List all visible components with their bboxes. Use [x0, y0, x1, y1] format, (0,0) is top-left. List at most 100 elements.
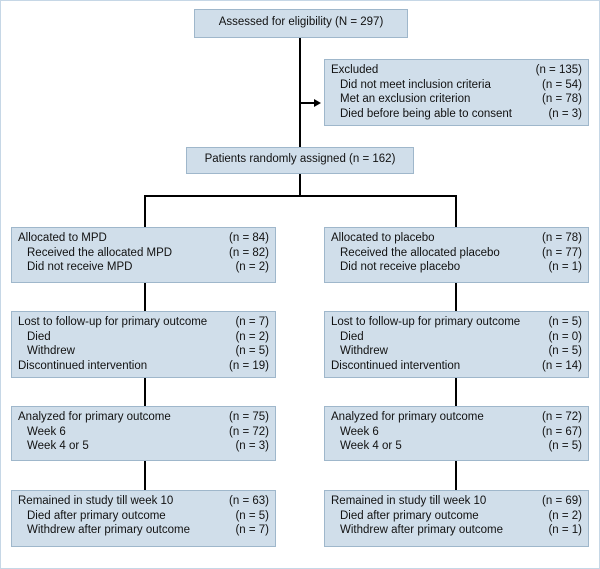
mpd-allocation-row: Received the allocated MPD(n = 82) [18, 246, 269, 261]
row-value: (n = 0) [548, 330, 582, 343]
row-label: Died [340, 330, 364, 343]
row-label: Discontinued intervention [331, 359, 461, 372]
mpd-allocation-box: Allocated to MPD (n = 84) Received the al… [11, 227, 276, 283]
excluded-value: (n = 78) [542, 93, 582, 105]
excluded-value: (n = 3) [548, 107, 582, 120]
excluded-box: Excluded (n = 135) Did not meet inclusion… [324, 59, 589, 126]
row-value: (n = 7) [235, 316, 269, 328]
row-value: (n = 78) [542, 232, 582, 244]
row-value: (n = 72) [542, 411, 582, 423]
row-value: (n = 3) [235, 440, 269, 452]
mpd-followup-row: Discontinued intervention (n = 19) [18, 359, 269, 374]
placebo-remained-row: Died after primary outcome (n = 2) [331, 509, 582, 524]
placebo-remained-box: Remained in study till week 10 (n = 69) D… [324, 490, 589, 547]
connector-left-3 [144, 461, 146, 490]
mpd-remained-row: Remained in study till week 10(n = 63) [18, 494, 269, 509]
row-value: (n = 1) [548, 261, 582, 273]
row-label: Did not receive placebo [340, 261, 461, 273]
connector-top-vertical [299, 38, 301, 149]
connector-right-2 [455, 378, 457, 406]
row-value: (n = 67) [542, 425, 582, 438]
mpd-followup-row: Withdrew(n = 5) [18, 344, 269, 359]
excluded-value: (n = 54) [542, 78, 582, 91]
mpd-remained-row: Died after primary outcome (n = 5) [18, 509, 269, 524]
row-label: Week 6 [27, 425, 66, 438]
row-label: Week 6 [340, 425, 379, 438]
row-label: Analyzed for primary outcome [18, 411, 171, 423]
mpd-analyzed-row: Analyzed for primary outcome (n = 75) [18, 410, 269, 425]
row-label: Did not receive MPD [27, 261, 133, 273]
placebo-analyzed-box: Analyzed for primary outcome (n = 72) Wee… [324, 406, 589, 461]
placebo-followup-box: Lost to follow-up for primary outcome (n … [324, 311, 589, 378]
row-value: (n = 82) [229, 246, 269, 259]
excluded-row: Did not meet inclusion criteria (n = 54) [331, 78, 582, 93]
arrow-to-excluded [314, 99, 321, 107]
row-label: Died after primary outcome [27, 509, 166, 522]
row-value: (n = 5) [548, 316, 582, 328]
excluded-label: Met an exclusion criterion [340, 93, 471, 105]
placebo-analyzed-row: Week 4 or 5(n = 5) [331, 439, 582, 454]
row-value: (n = 7) [235, 524, 269, 536]
row-value: (n = 2) [548, 509, 582, 522]
randomized-label: Patients randomly assigned (n = 162) [204, 153, 396, 166]
excluded-row: Died before being able to consent (n = 3) [331, 107, 582, 122]
mpd-remained-box: Remained in study till week 10(n = 63) D… [11, 490, 276, 547]
connector-split-horizontal [144, 195, 456, 197]
mpd-allocation-row: Allocated to MPD (n = 84) [18, 231, 269, 246]
row-label: Received the allocated placebo [340, 246, 500, 259]
row-label: Remained in study till week 10 [18, 495, 174, 507]
placebo-analyzed-row: Week 6 (n = 67) [331, 425, 582, 440]
row-label: Lost to follow-up for primary outcome [18, 316, 208, 328]
placebo-allocation-row: Did not receive placebo (n = 1) [331, 260, 582, 275]
excluded-row: Met an exclusion criterion (n = 78) [331, 92, 582, 107]
row-value: (n = 19) [229, 359, 269, 372]
excluded-label: Excluded [331, 64, 379, 76]
mpd-analyzed-box: Analyzed for primary outcome (n = 75) Wee… [11, 406, 276, 461]
placebo-followup-row: Lost to follow-up for primary outcome (n … [331, 315, 582, 330]
excluded-label: Died before being able to consent [340, 107, 512, 120]
mpd-analyzed-row: Week 6 (n = 72) [18, 425, 269, 440]
mpd-allocation-row: Did not receive MPD (n = 2) [18, 260, 269, 275]
mpd-followup-row: Died (n = 2) [18, 330, 269, 345]
placebo-allocation-box: Allocated to placebo (n = 78) Received th… [324, 227, 589, 283]
row-label: Analyzed for primary outcome [331, 411, 484, 423]
mpd-followup-row: Lost to follow-up for primary outcome (n … [18, 315, 269, 330]
row-label: Discontinued intervention [18, 359, 148, 372]
mpd-analyzed-row: Week 4 or 5(n = 3) [18, 439, 269, 454]
excluded-value: (n = 135) [535, 64, 582, 76]
assessed-label: Assessed for eligibility (N = 297) [218, 16, 384, 29]
row-label: Allocated to placebo [331, 232, 435, 244]
placebo-followup-row: Died (n = 0) [331, 330, 582, 345]
row-value: (n = 5) [235, 345, 269, 357]
connector-right-1 [455, 283, 457, 311]
connector-randomized-down [299, 173, 301, 196]
row-label: Withdrew [340, 345, 388, 357]
row-label: Withdrew after primary outcome [340, 524, 503, 536]
row-value: (n = 75) [229, 411, 269, 423]
row-value: (n = 72) [229, 425, 269, 438]
row-value: (n = 5) [548, 345, 582, 357]
row-value: (n = 2) [235, 330, 269, 343]
row-value: (n = 5) [235, 509, 269, 522]
row-value: (n = 69) [542, 495, 582, 507]
excluded-label: Did not meet inclusion criteria [340, 78, 491, 91]
row-label: Died [27, 330, 51, 343]
placebo-followup-row: Discontinued intervention(n = 14) [331, 359, 582, 374]
mpd-remained-row: Withdrew after primary outcome (n = 7) [18, 523, 269, 538]
row-label: Withdrew after primary outcome [27, 524, 190, 536]
row-value: (n = 2) [235, 261, 269, 273]
placebo-analyzed-row: Analyzed for primary outcome (n = 72) [331, 410, 582, 425]
row-value: (n = 77) [542, 246, 582, 259]
row-label: Died after primary outcome [340, 509, 479, 522]
row-value: (n = 84) [229, 232, 269, 244]
connector-left-1 [144, 283, 146, 311]
row-label: Lost to follow-up for primary outcome [331, 316, 521, 328]
randomized-box: Patients randomly assigned (n = 162) [186, 147, 414, 174]
connector-excluded-horizontal [300, 102, 316, 104]
row-label: Allocated to MPD [18, 232, 107, 244]
connector-left-drop [144, 195, 146, 227]
row-label: Remained in study till week 10 [331, 495, 487, 507]
placebo-allocation-row: Received the allocated placebo (n = 77) [331, 246, 582, 261]
row-label: Week 4 or 5 [340, 440, 402, 452]
